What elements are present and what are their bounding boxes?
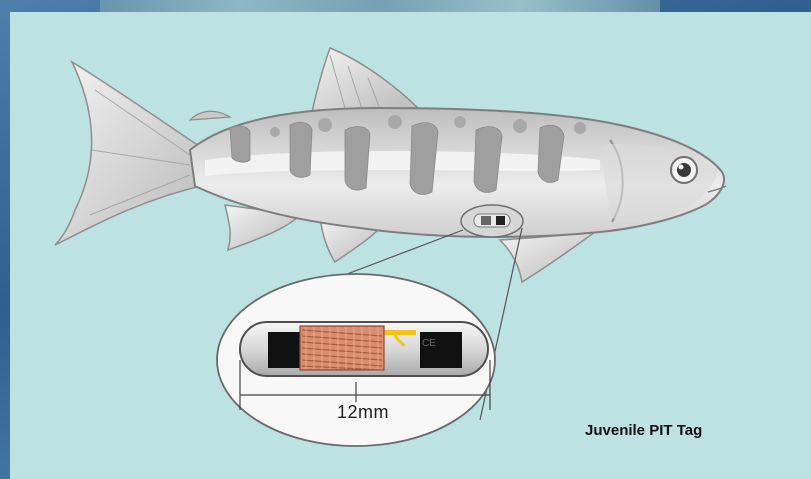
tag-length-label: 12mm (318, 402, 408, 423)
dorsal-fin (312, 48, 420, 112)
svg-text:CE: CE (422, 338, 436, 349)
pectoral-fin (500, 232, 595, 282)
tail-fin (55, 62, 205, 245)
adipose-fin (190, 111, 230, 120)
pit-tag-icon: CE (240, 322, 488, 376)
diagram-caption: Juvenile PIT Tag (585, 422, 702, 439)
